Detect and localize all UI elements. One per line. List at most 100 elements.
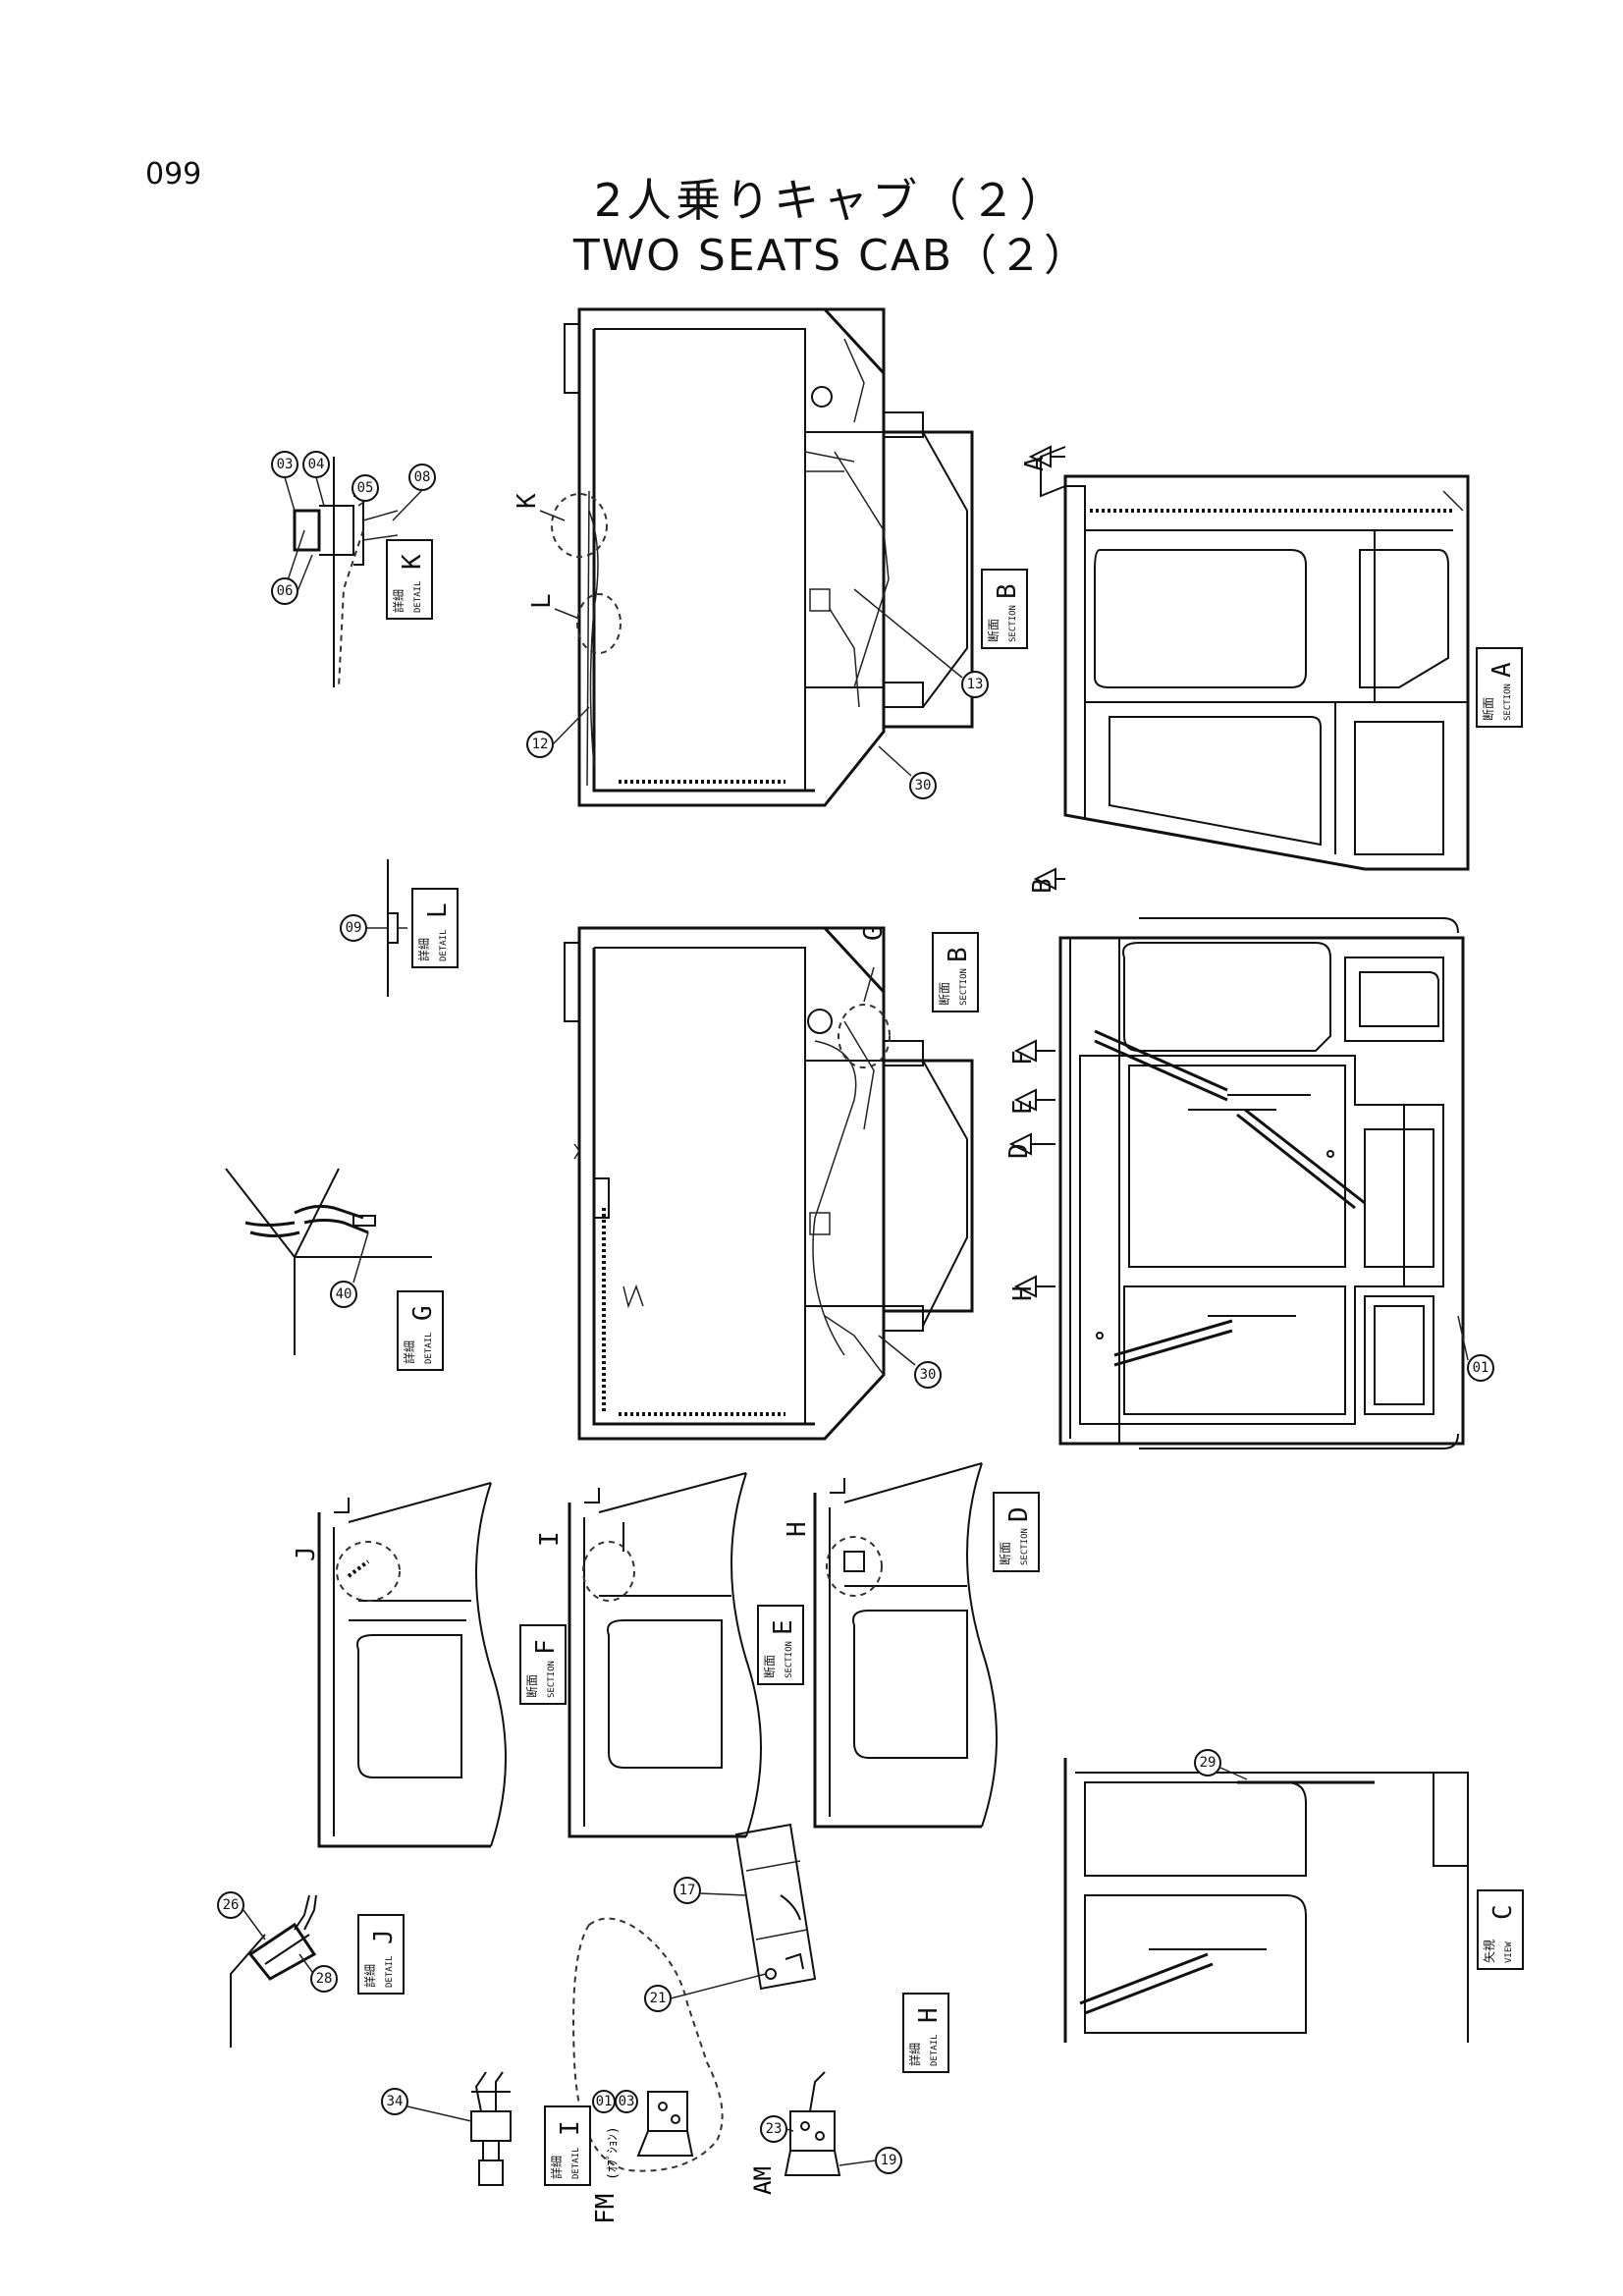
cut-arrow-d: D (1004, 1143, 1034, 1159)
svg-text:13: 13 (967, 677, 984, 692)
svg-text:04: 04 (308, 457, 325, 472)
section-d-tag[interactable]: 断面 SECTION D (993, 1492, 1040, 1572)
svg-text:G: G (408, 1305, 438, 1321)
detail-g-drawing (225, 1168, 432, 1355)
svg-text:K: K (398, 554, 427, 570)
cut-arrow-b: B (1028, 878, 1057, 894)
detail-l-tag[interactable]: 詳細 DETAIL L (411, 888, 459, 968)
callout-34[interactable]: 34 (381, 2088, 408, 2115)
detail-l-drawing (387, 859, 407, 997)
view-letter-l: L (527, 593, 557, 609)
callout-19[interactable]: 19 (875, 2147, 902, 2174)
svg-text:F: F (531, 1639, 561, 1655)
section-a-tag[interactable]: 断面 SECTION A (1476, 647, 1523, 728)
svg-text:B: B (993, 583, 1022, 599)
section-b-upper-drawing (551, 307, 974, 807)
callout-08[interactable]: 08 (408, 464, 436, 491)
cut-arrow-h: H (1008, 1285, 1038, 1301)
callout-40[interactable]: 40 (330, 1281, 357, 1308)
view-letter-k: K (513, 493, 542, 509)
view-letter-g: G (859, 925, 889, 941)
detail-i-drawing (470, 2071, 512, 2186)
svg-text:断面: 断面 (762, 1655, 777, 1678)
callout-01[interactable]: 01 (1467, 1354, 1494, 1382)
svg-text:L: L (423, 902, 453, 918)
callout-29[interactable]: 29 (1194, 1749, 1221, 1777)
svg-text:断面: 断面 (937, 982, 951, 1006)
section-d-drawing (813, 1462, 998, 1829)
svg-text:E: E (769, 1619, 798, 1635)
am-bracket-drawing (784, 2071, 841, 2176)
svg-text:40: 40 (336, 1286, 352, 1302)
section-b-tag-upper[interactable]: 断面 SECTION B (981, 569, 1028, 649)
am-label: AM (749, 2166, 777, 2195)
svg-text:詳細: 詳細 (549, 2156, 564, 2179)
fm-bracket-drawing (636, 2091, 694, 2157)
detail-g-tag[interactable]: 詳細 DETAIL G (397, 1290, 444, 1371)
svg-text:34: 34 (387, 2094, 404, 2109)
svg-text:17: 17 (679, 1883, 696, 1898)
callout-26[interactable]: 26 (217, 1891, 244, 1919)
detail-k-tag[interactable]: 詳細 DETAIL K (386, 539, 433, 620)
callout-03-fm[interactable]: 03 (615, 2090, 638, 2113)
cut-arrow-e: E (1008, 1099, 1038, 1115)
callout-30-lower[interactable]: 30 (914, 1361, 942, 1389)
callout-01-fm[interactable]: 01 (592, 2090, 616, 2113)
svg-text:01: 01 (1473, 1360, 1489, 1376)
svg-text:断面: 断面 (524, 1674, 539, 1698)
svg-text:06: 06 (277, 583, 294, 599)
section-e-drawing (568, 1472, 762, 1838)
callout-28[interactable]: 28 (310, 1965, 338, 1993)
callout-04[interactable]: 04 (302, 451, 330, 478)
svg-text:SECTION: SECTION (1008, 605, 1018, 642)
section-e-tag[interactable]: 断面 SECTION E (757, 1605, 804, 1685)
svg-text:C: C (1488, 1904, 1518, 1920)
svg-text:30: 30 (915, 778, 932, 793)
callout-13[interactable]: 13 (961, 671, 989, 698)
svg-text:A: A (1488, 662, 1517, 678)
detail-k-drawing (284, 457, 399, 688)
fm-option-label: (ｵﾌﾟｼｮﾝ) (606, 2126, 621, 2180)
callout-03[interactable]: 03 (271, 451, 298, 478)
detail-h-tag[interactable]: 詳細 DETAIL H (902, 1993, 949, 2073)
section-b-tag-lower[interactable]: 断面 SECTION B (932, 932, 979, 1012)
svg-text:H: H (914, 2007, 944, 2023)
front-view-drawing (1058, 917, 1465, 1449)
svg-text:29: 29 (1200, 1755, 1217, 1771)
detail-i-tag[interactable]: 詳細 DETAIL I (544, 2105, 591, 2186)
svg-text:B: B (944, 947, 973, 962)
callout-30-upper[interactable]: 30 (909, 772, 937, 799)
view-c-tag[interactable]: 矢視 VIEW C (1477, 1889, 1524, 1970)
detail-j-tag[interactable]: 詳細 DETAIL J (357, 1914, 405, 1995)
callout-23[interactable]: 23 (760, 2115, 787, 2143)
svg-text:矢視: 矢視 (1482, 1940, 1496, 1963)
svg-text:D: D (1004, 1506, 1034, 1522)
callout-05[interactable]: 05 (352, 474, 379, 502)
cut-arrow-f: F (1008, 1050, 1038, 1066)
svg-text:SECTION: SECTION (1020, 1528, 1030, 1565)
section-f-drawing (317, 1482, 507, 1848)
callout-21[interactable]: 21 (644, 1985, 672, 2012)
svg-text:DETAIL: DETAIL (930, 2034, 940, 2066)
view-letter-i: I (535, 1531, 565, 1547)
callout-17[interactable]: 17 (674, 1877, 701, 1904)
svg-text:30: 30 (920, 1367, 937, 1383)
svg-text:VIEW: VIEW (1504, 1941, 1514, 1963)
fm-label: FM (591, 2194, 621, 2224)
cut-arrow-a: A (1020, 456, 1050, 471)
callout-09[interactable]: 09 (340, 914, 367, 942)
svg-text:断面: 断面 (986, 619, 1001, 642)
page-title-english: TWO SEATS CAB（２） (572, 231, 1090, 281)
page-number: 099 (145, 157, 202, 191)
callout-12[interactable]: 12 (526, 731, 554, 758)
svg-text:SECTION: SECTION (547, 1661, 557, 1698)
section-f-tag[interactable]: 断面 SECTION F (519, 1624, 567, 1705)
svg-text:03: 03 (619, 2094, 635, 2109)
svg-text:28: 28 (316, 1971, 333, 1987)
view-letter-h: H (783, 1521, 812, 1537)
svg-text:08: 08 (414, 469, 431, 485)
svg-text:19: 19 (881, 2153, 897, 2168)
svg-text:断面: 断面 (1481, 697, 1495, 721)
callout-06[interactable]: 06 (271, 577, 298, 605)
